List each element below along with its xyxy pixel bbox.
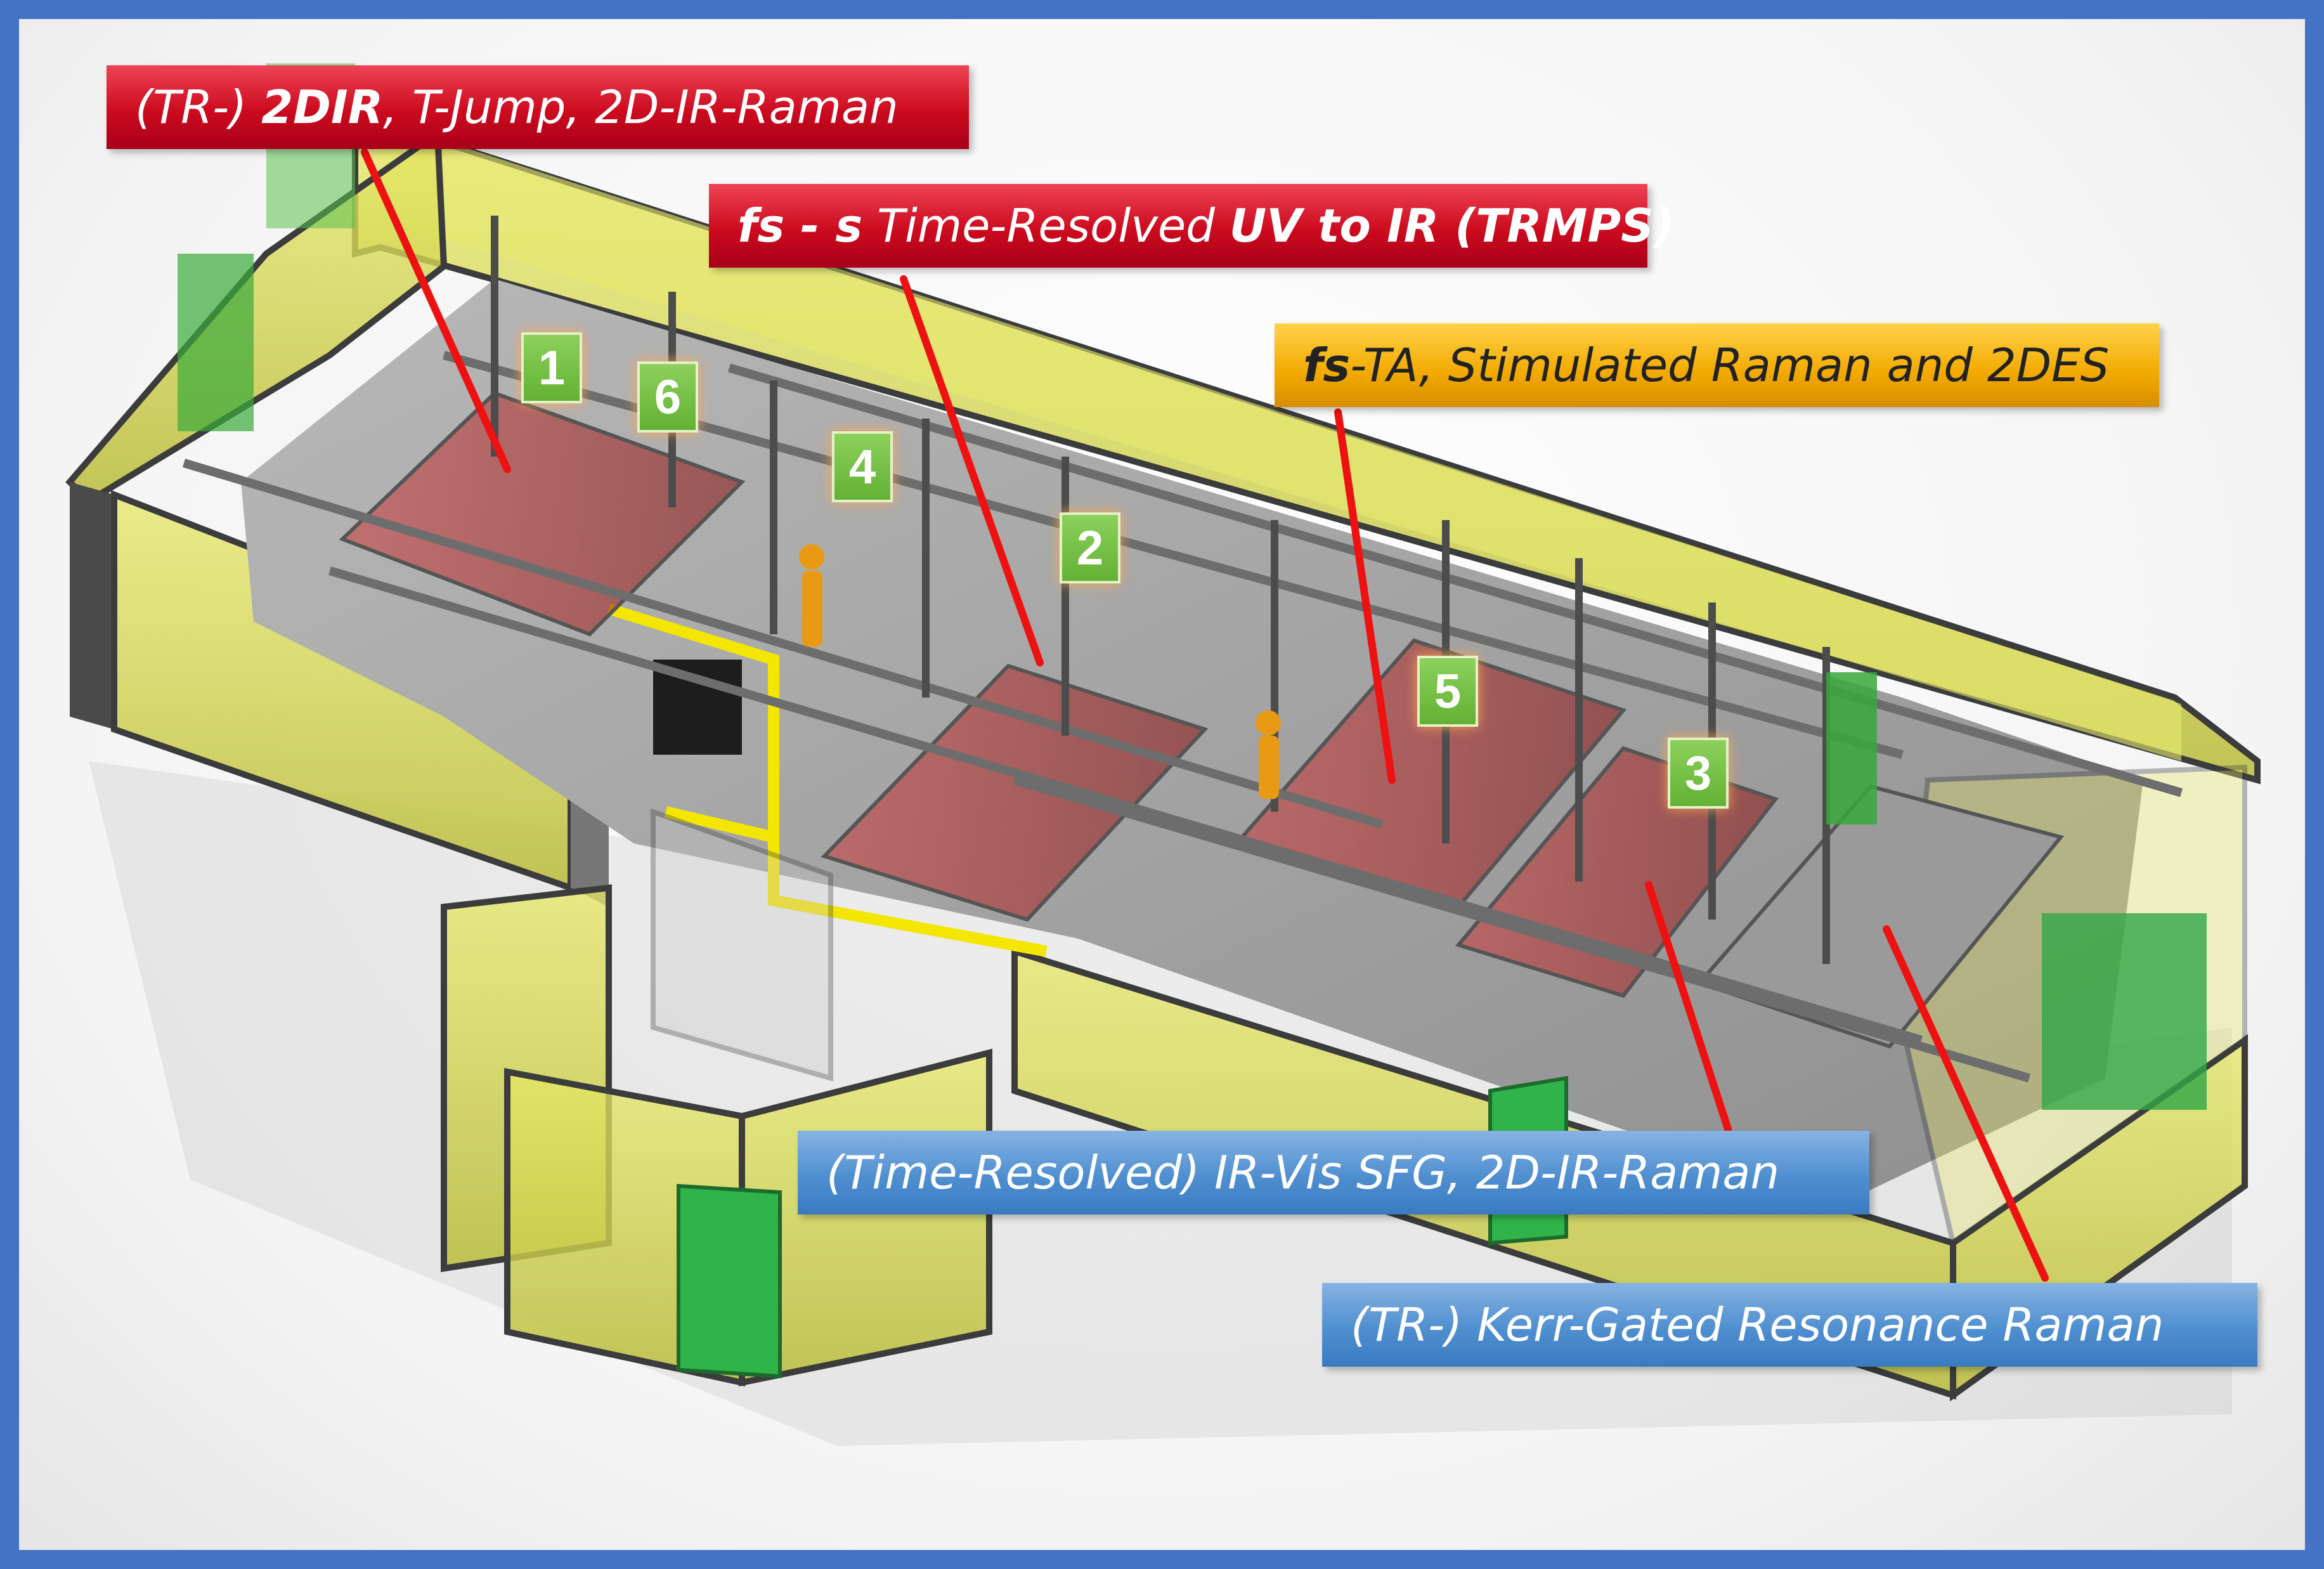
label-kerr-gated-raman: (TR-) Kerr-Gated Resonance Raman: [1322, 1283, 2257, 1367]
label-fsta-bold: fs: [1303, 339, 1351, 392]
station-badge-5: 5: [1417, 656, 1478, 727]
label-2dir-tjump: (TR-) 2DIR, T-Jump, 2D-IR-Raman: [107, 65, 969, 149]
label-trmps-middle: Time-Resolved: [862, 199, 1230, 252]
label-trmps-bold-end: UV to IR (TRMPS): [1229, 199, 1675, 252]
label-trmps-bold-start: fs - s: [737, 199, 863, 252]
label-2dir-suffix: , T-Jump, 2D-IR-Raman: [383, 81, 899, 134]
station-badge-2: 2: [1060, 512, 1120, 583]
label-fsta-suffix: -TA, Stimulated Raman and 2DES: [1350, 339, 2110, 392]
label-fsta-sr-2des: fs-TA, Stimulated Raman and 2DES: [1275, 323, 2159, 407]
station-badge-6: 6: [637, 361, 698, 433]
station-badge-4: 4: [832, 431, 893, 502]
station-badge-3: 3: [1668, 738, 1729, 809]
left-wing-walls: [65, 127, 609, 907]
pointer-lines: [361, 148, 2049, 1282]
pointer-sfg: [1645, 881, 1732, 1133]
pointer-kerr: [1883, 925, 2049, 1282]
green-entrance-doors: [178, 63, 2207, 1110]
people-figures: [799, 544, 1281, 799]
pointer-2dir: [361, 148, 511, 473]
optical-tables: [339, 391, 2065, 1049]
label-2dir-bold: 2DIR: [261, 81, 384, 134]
pointer-fsta: [1334, 408, 1396, 784]
label-trmps: fs - s Time-Resolved UV to IR (TRMPS): [709, 184, 1675, 268]
overhead-rails: [182, 351, 2183, 1083]
pointer-trmps: [900, 275, 1044, 667]
label-ir-vis-sfg: (Time-Resolved) IR-Vis SFG, 2D-IR-Raman: [798, 1131, 1869, 1214]
label-2dir-prefix: (TR-): [135, 81, 262, 134]
station-badge-1: 1: [521, 332, 582, 403]
